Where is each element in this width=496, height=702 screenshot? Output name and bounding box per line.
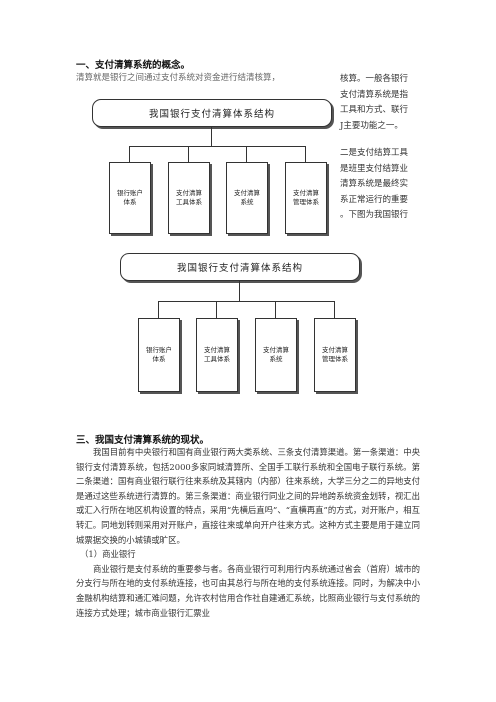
connector-line	[275, 301, 277, 318]
section-3-body: 我国目前有中央银行和国有商业银行两大类系统、三条支付清算渠道。第一条渠道：中央银…	[76, 445, 420, 620]
side-line: J主要功能之一。	[340, 120, 403, 131]
diagram-1-box-account: 银行账户体系	[109, 162, 151, 234]
side-text-top: 核算。一般各银行 支付清算系统是指 工具和方式、联行 J主要功能之一。	[340, 72, 430, 134]
connector-line	[305, 146, 307, 162]
diagram-2-box-system: 支付清算系统	[255, 318, 297, 392]
side-line: 支付清算系统是指	[340, 89, 409, 100]
paragraph-1: 我国目前有中央银行和国有商业银行两大类系统、三条支付清算渠道。第一条渠道：中央银…	[76, 447, 420, 545]
connector-line	[129, 146, 131, 162]
paragraph-2: 商业银行是支付系统的重要参与者。各商业银行可利用行内系统通过省会（首府）城市的分…	[76, 563, 420, 618]
diagram-1-box-tools: 支付清算工具体系	[168, 162, 210, 234]
subheading-commercial-banks: （1）商业银行	[80, 549, 136, 560]
side-line: 工具和方式、联行	[340, 105, 409, 116]
diagram-2-box-tools: 支付清算工具体系	[196, 318, 238, 392]
diagram-1-box-management: 支付清算管理体系	[285, 162, 327, 234]
diagram-1-box-system: 支付清算系统	[226, 162, 268, 234]
side-line: 二是支付结算工具	[340, 148, 409, 158]
connector-line	[216, 301, 218, 318]
side-line: 清算系统是最终实	[340, 179, 409, 190]
side-line: 核算。一般各银行	[340, 74, 409, 84]
side-line: 系正常运行的重要	[340, 194, 409, 205]
connector-line	[246, 146, 248, 162]
diagram-2-title-box: 我国银行支付清算体系结构	[120, 253, 360, 281]
cut-off-text-line: 清算就是银行之间通过支付系统对资金进行结清核算，	[76, 73, 281, 81]
connector-line	[129, 146, 305, 148]
side-line: 是班里支付结算业	[340, 163, 409, 174]
connector-line	[211, 127, 213, 146]
connector-line	[158, 301, 334, 303]
section-1-heading: 一、支付清算系统的概念。	[76, 60, 191, 71]
connector-line	[239, 281, 241, 301]
connector-line	[158, 301, 160, 318]
diagram-1-title-box: 我国银行支付清算体系结构	[92, 99, 332, 127]
connector-line	[188, 146, 190, 162]
connector-line	[334, 301, 336, 318]
side-line: 。下图为我国银行	[340, 210, 409, 221]
diagram-2-box-account: 银行账户体系	[138, 318, 180, 392]
side-text-bottom: 二是支付结算工具 是班里支付结算业 清算系统是最终实 系正常运行的重要 。下图为…	[340, 146, 430, 224]
section-3-heading: 三、我国支付清算系统的现状。	[76, 435, 210, 446]
diagram-2-box-management: 支付清算管理体系	[314, 318, 356, 392]
